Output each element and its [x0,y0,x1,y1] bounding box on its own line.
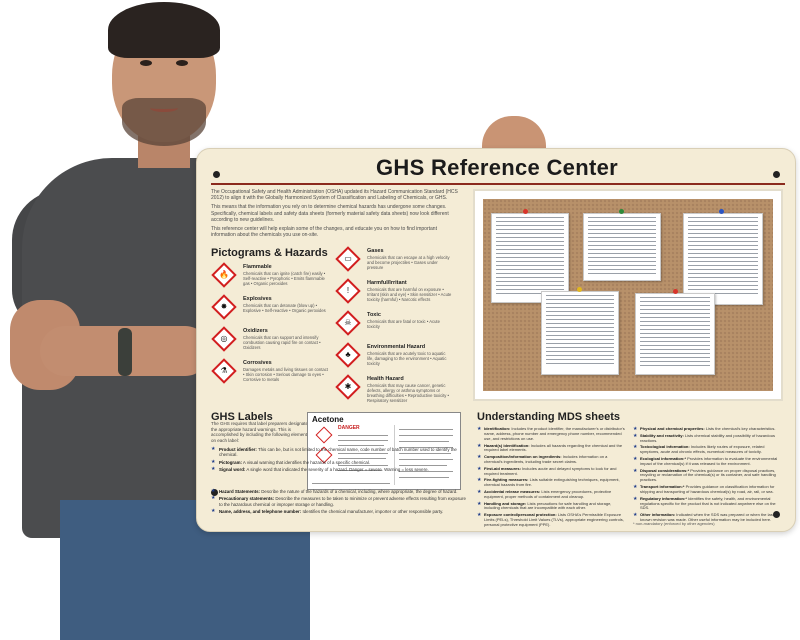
list-item: ★Hazard(s) identification: Includes all … [477,442,623,453]
environment-icon: ♣ [335,342,361,368]
hair [108,2,220,58]
mounting-screw [773,511,780,518]
pictogram-gases: ▭ Gases Chemicals that can escape at a h… [335,246,455,275]
list-item: ★Fire-fighting measures: Lists suitable … [477,477,620,488]
intro-paragraph: This reference center will help explain … [211,226,437,239]
mds-column-left: ★Identification: Includes the product id… [477,426,627,530]
intro-paragraph: The Occupational Safety and Health Admin… [211,189,458,202]
pictogram-health-hazard: ✱ Health Hazard Chemicals that may cause… [335,374,455,403]
ghs-elements-list: ★Product identifier: This can be, but is… [211,446,469,475]
pictogram-environmental-hazard: ♣ Environmental Hazard Chemicals that ar… [335,342,455,371]
mounting-screw [773,171,780,178]
pictogram-column-left: 🔥 Flammable Chemicals that can ignite (c… [211,262,331,391]
flame-over-circle-icon: ◎ [211,326,237,352]
list-item: ★Transport information:* Provides guidan… [633,484,775,494]
sign-title: GHS Reference Center [376,155,618,180]
sds-sheet [583,213,661,281]
pictograms-heading: Pictograms & Hazards [211,247,328,259]
mds-column-right: ★Physical and chemical properties: Lists… [633,426,783,525]
flame-icon [315,426,333,444]
right-eye [176,60,188,66]
mds-heading: Understanding MDS sheets [477,411,621,423]
smile [150,104,178,112]
acetone-sample-label: Acetone DANGER [307,412,461,490]
sds-sheet [635,293,715,375]
title-rule [211,183,785,185]
list-item: ★Physical and chemical properties: Lists… [633,426,776,432]
intro-paragraph: This means that the information you rely… [211,204,449,223]
list-item: ★Handling and storage: Lists precautions… [477,500,612,511]
corrosion-icon: ⚗ [211,358,237,384]
list-item: ★Regulatory information:* Identifies the… [633,495,776,511]
skull-crossbones-icon: ☠ [335,310,361,336]
beaded-bracelet [118,328,132,376]
signal-word: DANGER [338,425,360,431]
ghs-elements-list: ★Hazard Statements: Describe the nature … [211,488,469,517]
gas-cylinder-icon: ▭ [335,246,361,272]
list-item: ★Exposure control/personal protection: L… [477,512,624,527]
list-item: ★Name, address, and telephone number: Id… [211,508,444,515]
list-item: ★Other information: Indicated when the S… [633,512,774,523]
exclamation-mark-icon: ! [335,278,361,304]
sds-sheet [491,213,569,303]
intro-text: The Occupational Safety and Health Admin… [211,189,461,241]
list-item: ★Product identifier: This can be, but is… [211,446,457,458]
list-item: ★First-aid measures: Includes acute and … [477,465,617,476]
pictogram-corrosives: ⚗ Corrosives Damages metals and living t… [211,358,331,387]
pictogram-explosives: ✸ Explosives Chemicals that can detonate… [211,294,331,323]
response-text [394,425,458,485]
list-item: ★Precautionary statements: Describe the … [211,495,466,507]
push-pin [719,209,724,214]
list-item: ★Toxicological information: Includes lik… [633,444,765,455]
ghs-intro-text: The GHS requires that label preparers de… [211,421,310,443]
pictogram-oxidizers: ◎ Oxidizers Chemicals that can support a… [211,326,331,355]
footnote: * non-mandatory (enforced by other agenc… [633,521,715,526]
list-item: ★Pictogram: A visual warning that identi… [211,458,371,465]
list-item: ★Stability and reactivity: Lists chemica… [633,432,775,443]
cork-board-frame [473,189,783,401]
pictogram-flammable: 🔥 Flammable Chemicals that can ignite (c… [211,262,331,291]
list-item: ★Disposal considerations:* Provides guid… [633,467,776,483]
push-pin [523,209,528,214]
push-pin [619,209,624,214]
ghs-reference-sign: GHS Reference Center The Occupational Sa… [196,148,796,532]
left-eye [140,60,152,66]
push-pin [673,289,678,294]
mounting-screw [213,171,220,178]
pictogram-toxic: ☠ Toxic Chemicals that are fatal or toxi… [335,310,455,339]
push-pin [577,287,582,292]
list-item: ★Hazard Statements: Describe the nature … [211,488,458,494]
health-hazard-icon: ✱ [335,374,361,400]
sds-sheet [541,291,619,375]
cork-board [483,199,773,391]
list-item: ★Composition/information on ingredients:… [477,454,608,465]
exploding-bomb-icon: ✸ [211,294,237,320]
list-item: ★Identification: Includes the product id… [477,426,625,441]
sds-sheet [683,213,763,305]
list-item: ★Signal word: A single word that indicat… [211,466,429,473]
acetone-name: Acetone [312,415,344,424]
list-item: ★Ecological information:* Provides infor… [633,455,778,466]
mounting-screw [211,489,218,496]
ghs-labels-heading: GHS Labels [211,411,273,423]
pictogram-column-right: ▭ Gases Chemicals that can escape at a h… [335,246,455,407]
list-item: ★Accidental release measures: Lists emer… [477,488,612,499]
flame-icon: 🔥 [211,262,237,288]
pictogram-harmful-irritant: ! Harmful/Irritant Chemicals that are ha… [335,278,455,307]
